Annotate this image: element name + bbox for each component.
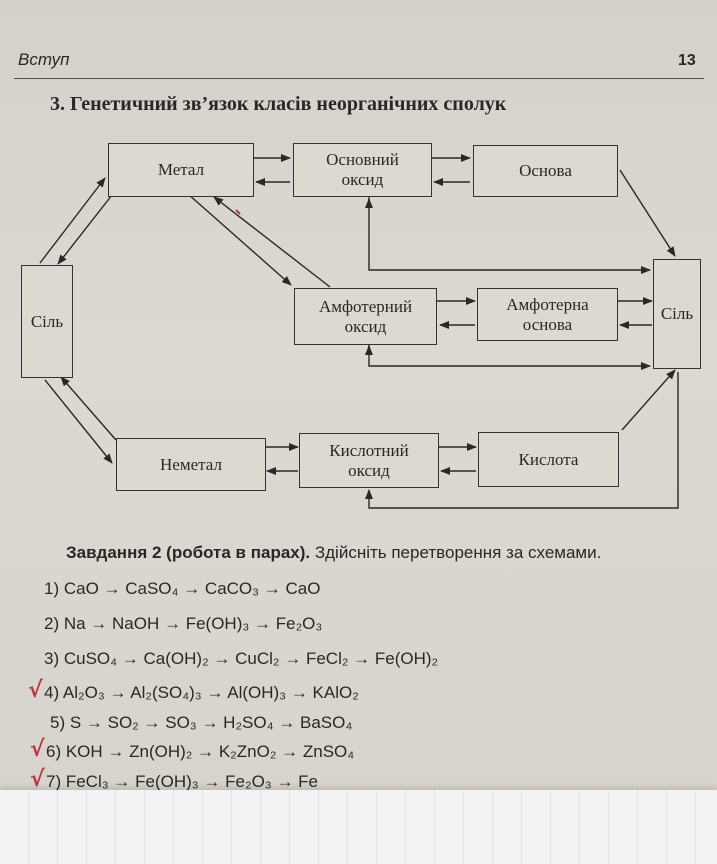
arrow-salt-to-nonmetal xyxy=(44,379,113,464)
arrow-amph-oxide-to-salt xyxy=(368,345,651,370)
arrow-acid-to-salt xyxy=(621,369,676,431)
node-amph-base-label-1: Амфотерна xyxy=(506,294,589,314)
node-basic-oxide: Основний оксид xyxy=(293,143,432,197)
handwritten-checkmark-4: √ xyxy=(28,678,43,703)
arrow-salt-to-metal xyxy=(39,177,106,264)
arrow-nonmetal-to-salt xyxy=(60,376,117,441)
task-heading-bold: Завдання 2 (робота в парах). xyxy=(66,543,311,562)
node-basic-oxide-label-1: Основний xyxy=(326,150,399,169)
running-header: Вступ xyxy=(18,50,70,69)
task-item-6: 6) KOH → Zn(OH)₂ → K₂ZnO₂ → ZnSO₄ xyxy=(46,742,355,761)
page-number: 13 xyxy=(678,52,696,69)
node-acid-oxide: Кислотний оксид xyxy=(299,433,439,488)
node-salt-left: Сіль xyxy=(21,265,73,378)
node-amphoteric-oxide: Амфотерний оксид xyxy=(294,288,437,345)
task-item-1: 1) CaO → CaSO₄ → CaCO₃ → CaO xyxy=(44,579,321,598)
task-item-7: 7) FeCl₃ → Fe(OH)₃ → Fe₂O₃ → Fe xyxy=(46,772,318,791)
node-acid: Кислота xyxy=(478,432,619,487)
arrow-basic-oxide-to-salt xyxy=(368,196,651,274)
arrow-base-to-salt xyxy=(619,169,676,257)
node-amph-oxide-label-1: Амфотерний xyxy=(318,296,413,316)
task-item-5: 5) S → SO₂ → SO₃ → H₂SO₄ → BaSO₄ xyxy=(50,713,353,732)
node-metal-label: Метал xyxy=(157,160,205,179)
task-heading-rest: Здійсніть перетворення за схемами. xyxy=(310,543,602,562)
task-item-2: 2) Na → NaOH → Fe(OH)₃ → Fe₂O₃ xyxy=(44,614,323,633)
arrow-salt-to-acid-oxide xyxy=(365,372,679,509)
node-salt-right: Сіль xyxy=(653,259,701,369)
header-rule xyxy=(14,78,704,79)
notebook-sheet-overlay xyxy=(0,790,717,864)
node-basic-oxide-label-2: оксид xyxy=(341,170,384,189)
task-item-3: 3) CuSO₄ → Ca(OH)₂ → CuCl₂ → FeCl₂ → Fe(… xyxy=(44,649,439,668)
node-salt-left-label: Сіль xyxy=(30,311,64,331)
genetic-link-diagram xyxy=(39,154,679,509)
section-title: 3. Генетичний зв’язок класів неорганічни… xyxy=(50,93,507,115)
arrow-amph-oxide-to-metal xyxy=(213,196,331,288)
node-acid-oxide-label-2: оксид xyxy=(348,460,390,480)
node-acid-label: Кислота xyxy=(518,449,579,469)
node-amph-base-label-2: основа xyxy=(522,314,573,334)
node-amphoteric-base: Амфотерна основа xyxy=(477,288,618,341)
node-nonmetal-label: Неметал xyxy=(160,454,222,474)
node-metal: Метал xyxy=(108,143,254,197)
node-nonmetal: Неметал xyxy=(116,438,266,491)
arrow-metal-to-amph-oxide xyxy=(187,193,292,286)
handwritten-checkmark-7: √ xyxy=(30,767,45,792)
arrow-metal-to-salt xyxy=(57,194,113,265)
node-salt-right-label: Сіль xyxy=(660,304,694,323)
task-heading: Завдання 2 (робота в парах). Здійсніть п… xyxy=(66,543,601,563)
handwritten-checkmark-6: √ xyxy=(30,737,45,762)
node-base: Основа xyxy=(473,145,618,197)
node-amph-oxide-label-2: оксид xyxy=(344,316,387,336)
node-base-label: Основа xyxy=(519,161,572,180)
task-item-4: 4) Al₂O₃ → Al₂(SO₄)₃ → Al(OH)₃ → KAlO₂ xyxy=(44,683,359,702)
node-acid-oxide-label-1: Кислотний xyxy=(329,440,409,460)
